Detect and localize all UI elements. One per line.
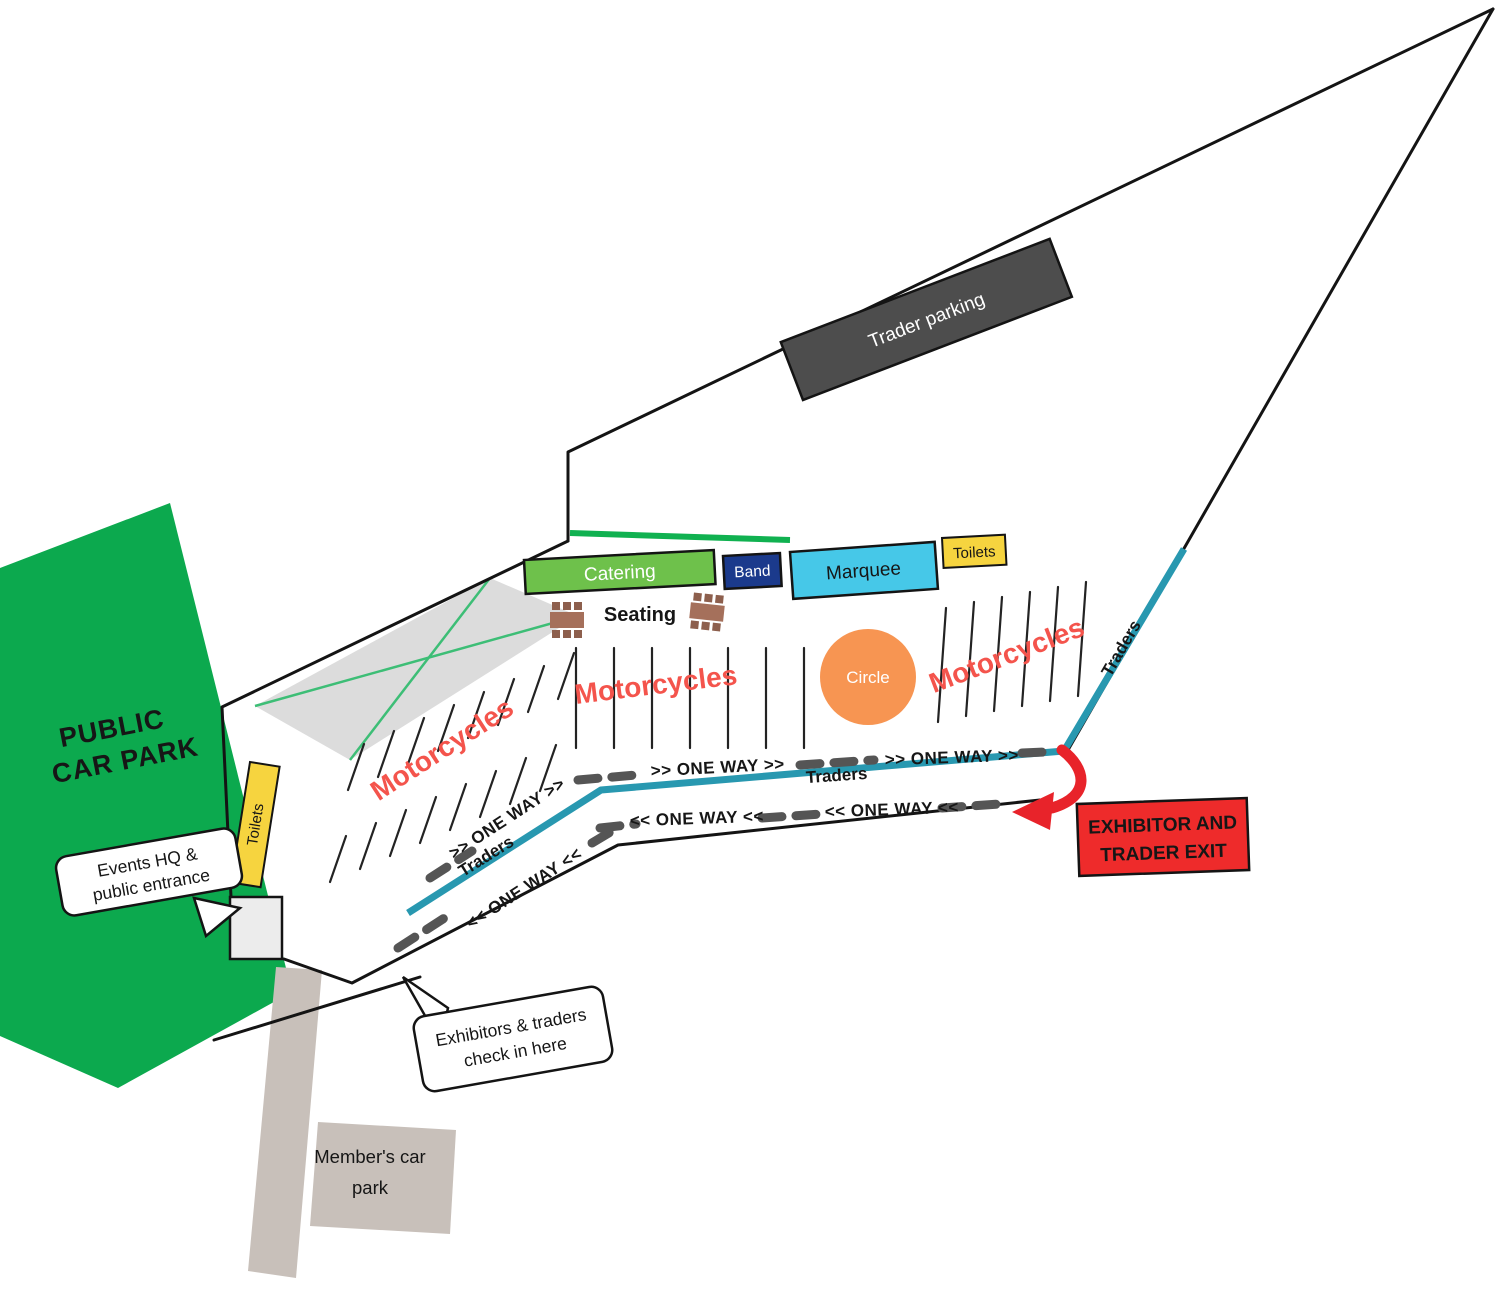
- hatched-area-shape: [255, 578, 578, 760]
- motorcycles-label-middle: Motorcycles: [573, 659, 739, 710]
- events-hq-callout-shape: [54, 827, 244, 917]
- exhibitor-exit-sign: EXHIBITOR AND TRADER EXIT: [1075, 796, 1251, 878]
- band-label: Band: [734, 563, 771, 582]
- members-car-park-label-2: park: [352, 1177, 389, 1198]
- members-car-park-label: Member's car: [314, 1146, 425, 1167]
- traders-label-middle: Traders: [805, 764, 868, 787]
- table-icon: [689, 592, 725, 632]
- toilets-top-shape: [940, 533, 1008, 570]
- boundary-top: [566, 7, 1495, 543]
- events-hq-callout-tail: [192, 896, 243, 939]
- events-hq-callout: Events HQ & public entrance: [54, 827, 244, 939]
- circle-label: Circle: [846, 668, 889, 687]
- toilets-top: Toilets: [940, 533, 1008, 570]
- trader-parking-area: Trader parking: [779, 237, 1074, 402]
- green-edge-line: [569, 530, 791, 543]
- boundary-bottom: [282, 798, 1042, 985]
- exit-arrow-icon: [1012, 744, 1087, 830]
- checkin-callout-shape: [412, 985, 614, 1093]
- exhibitor-exit-label: EXHIBITOR AND: [1088, 812, 1238, 838]
- catering-label: Catering: [583, 561, 656, 586]
- table-icon: [550, 602, 584, 638]
- traders-label-right: Traders: [1098, 617, 1145, 680]
- band-shape: [721, 551, 783, 591]
- marquee: Marquee: [788, 540, 940, 601]
- checkin-callout: Exhibitors & traders check in here: [401, 975, 614, 1093]
- toilets-left-label: Toilets: [244, 802, 267, 847]
- public-car-park-area: PUBLIC CAR PARK: [0, 503, 292, 1088]
- one-way-label-fwd-right: >> ONE WAY >>: [884, 746, 1019, 770]
- toilets-left: Toilets: [229, 760, 281, 889]
- members-car-park-lot: [310, 1122, 456, 1234]
- members-car-park-strip: [248, 967, 322, 1278]
- hatched-area: [254, 577, 579, 761]
- parking-row-ticks-middle: [574, 646, 806, 750]
- seating: Seating: [550, 592, 725, 638]
- hatch-line-1: [254, 614, 579, 708]
- public-car-park-shape: [0, 503, 292, 1088]
- members-car-park-area: Member's car park: [248, 967, 456, 1278]
- band-stand: Band: [721, 551, 783, 591]
- exhibitor-exit-label-2: TRADER EXIT: [1100, 841, 1228, 866]
- marquee-shape: [788, 540, 940, 601]
- one-way-label-back-middle: << ONE WAY <<: [629, 807, 764, 831]
- one-way-label-back-right: << ONE WAY <<: [824, 798, 959, 822]
- trader-parking-shape: [779, 237, 1074, 402]
- exhibitor-exit-shape: [1075, 796, 1251, 878]
- parking-row-ticks-left: [328, 651, 576, 884]
- hatch-line-2: [349, 577, 491, 761]
- toilets-top-label: Toilets: [953, 543, 996, 562]
- traders-route: [406, 547, 1188, 916]
- field-boundary: [220, 7, 1495, 985]
- catering-stand: Catering: [522, 548, 717, 596]
- entrance-road-line: [212, 975, 422, 1042]
- motorcycles-label-right: Motorcycles: [925, 611, 1089, 699]
- circle-area: Circle: [820, 629, 916, 725]
- marquee-label: Marquee: [825, 558, 901, 584]
- parking-row-ticks-right: [936, 580, 1088, 724]
- toilets-left-shape: [229, 760, 281, 889]
- catering-shape: [522, 548, 717, 596]
- circle-shape: [820, 629, 916, 725]
- one-way-dash-marks: [393, 747, 1051, 953]
- seating-label: Seating: [604, 604, 676, 626]
